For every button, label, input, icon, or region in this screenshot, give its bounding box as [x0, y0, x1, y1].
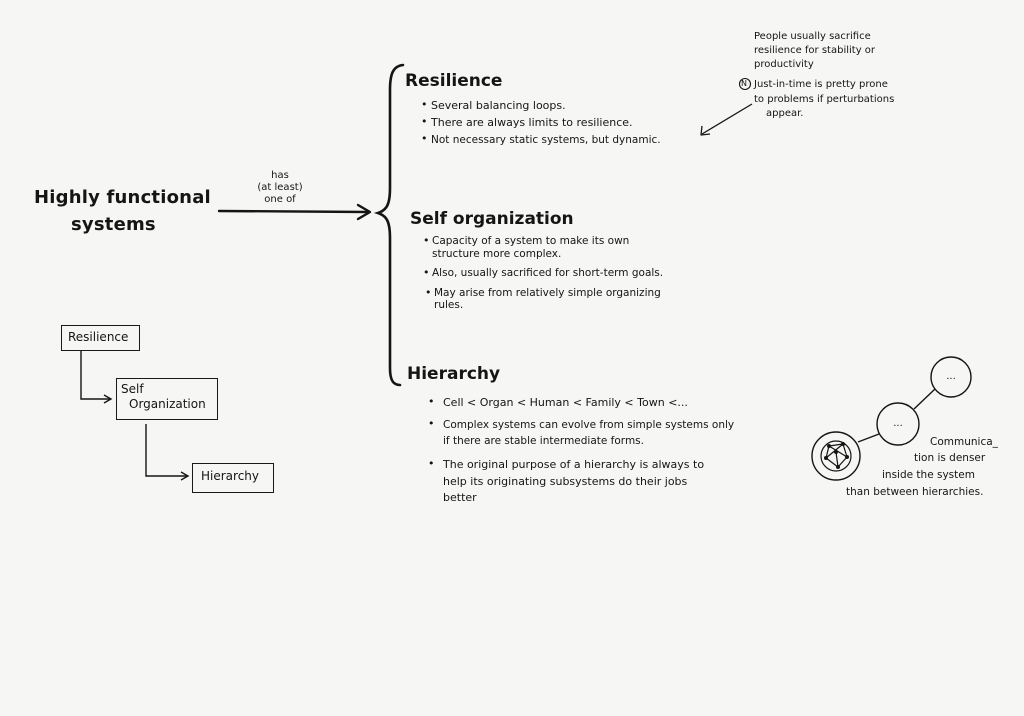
- main-arrow-head: [356, 203, 372, 221]
- side-note-bottom-line-2: to problems if perturbations: [754, 94, 895, 105]
- inner-network-nodes: [824, 442, 849, 469]
- node-top: [930, 356, 972, 398]
- communication-note-line-3: inside the system: [882, 469, 975, 481]
- section-title-hierarchy: Hierarchy: [407, 364, 501, 384]
- note-arrow-line: [701, 103, 753, 135]
- connector-self-to-hierarchy-head: [180, 471, 190, 481]
- bullet-dot: •: [425, 286, 432, 299]
- bullet-dot: •: [423, 266, 430, 279]
- node-top-label: ...: [946, 371, 956, 382]
- hierarchy-bullet-2-line-2: if there are stable intermediate forms.: [443, 435, 644, 447]
- communication-note-line-1: Communica_: [930, 436, 998, 448]
- box-self-organization-line-2: Organization: [129, 397, 206, 411]
- bullet-dot: •: [421, 132, 428, 145]
- self-org-bullet-3-line-1: May arise from relatively simple organiz…: [434, 287, 661, 299]
- node-edge-bottom: [857, 433, 880, 443]
- side-note-bottom-line-3: appear.: [766, 108, 804, 119]
- connector-resilience-to-self: [80, 351, 110, 400]
- note-marker-circle: [738, 77, 752, 91]
- curly-brace: [373, 63, 405, 387]
- arrow-label-line-2: (at least): [257, 182, 303, 193]
- communication-note-line-4: than between hierarchies.: [846, 486, 984, 498]
- hierarchy-bullet-2-line-1: Complex systems can evolve from simple s…: [443, 419, 735, 431]
- main-topic-line-1: Highly functional: [34, 187, 211, 208]
- hierarchy-bullet-3-line-1: The original purpose of a hierarchy is a…: [443, 458, 705, 471]
- hierarchy-bullet-3-line-3: better: [443, 491, 477, 504]
- bullet-dot: •: [421, 115, 428, 128]
- box-hierarchy: Hierarchy: [192, 463, 274, 493]
- section-title-resilience: Resilience: [405, 71, 503, 91]
- hierarchy-bullet-3-line-2: help its originating subsystems do their…: [443, 475, 688, 488]
- bullet-dot: •: [428, 395, 435, 408]
- side-note-top-line-3: productivity: [754, 59, 814, 70]
- self-org-bullet-3-line-2: rules.: [434, 299, 464, 311]
- resilience-bullet-3: Not necessary static systems, but dynami…: [431, 134, 661, 146]
- bullet-dot: •: [421, 98, 428, 111]
- bullet-dot: •: [428, 457, 435, 470]
- box-self-organization-line-1: Self: [121, 382, 144, 396]
- hierarchy-bullet-1: Cell < Organ < Human < Family < Town <..…: [443, 396, 688, 409]
- section-title-self-organization: Self organization: [410, 209, 574, 229]
- arrow-label-line-1: has: [271, 170, 289, 181]
- bullet-dot: •: [428, 417, 435, 430]
- node-middle-label: ...: [893, 418, 903, 429]
- box-self-organization: Self Organization: [116, 378, 218, 420]
- connector-self-to-hierarchy: [145, 424, 187, 477]
- resilience-bullet-2: There are always limits to resilience.: [431, 116, 633, 129]
- side-note-marker: N: [741, 79, 747, 88]
- self-org-bullet-1-line-1: Capacity of a system to make its own: [432, 235, 630, 247]
- bullet-dot: •: [423, 234, 430, 247]
- main-topic-line-2: systems: [71, 214, 156, 235]
- node-bottom: [811, 431, 861, 481]
- self-org-bullet-2: Also, usually sacrificed for short-term …: [432, 267, 664, 279]
- box-resilience-label: Resilience: [68, 330, 129, 344]
- side-note-top-line-2: resilience for stability or: [754, 45, 876, 56]
- communication-note-line-2: tion is denser: [914, 452, 986, 464]
- side-note-bottom-line-1: Just-in-time is pretty prone: [754, 79, 888, 90]
- box-hierarchy-label: Hierarchy: [201, 469, 260, 483]
- arrow-label-line-3: one of: [264, 194, 296, 205]
- main-arrow-line: [217, 209, 370, 214]
- resilience-bullet-1: Several balancing loops.: [431, 99, 566, 112]
- box-resilience: Resilience: [61, 325, 140, 351]
- side-note-top-line-1: People usually sacrifice: [754, 31, 871, 42]
- inner-network-icon: [820, 440, 852, 472]
- node-middle: [876, 402, 920, 446]
- note-arrow-head: [700, 125, 711, 136]
- connector-resilience-to-self-head: [103, 394, 113, 404]
- node-edge-top: [913, 388, 936, 410]
- self-org-bullet-1-line-2: structure more complex.: [432, 248, 562, 260]
